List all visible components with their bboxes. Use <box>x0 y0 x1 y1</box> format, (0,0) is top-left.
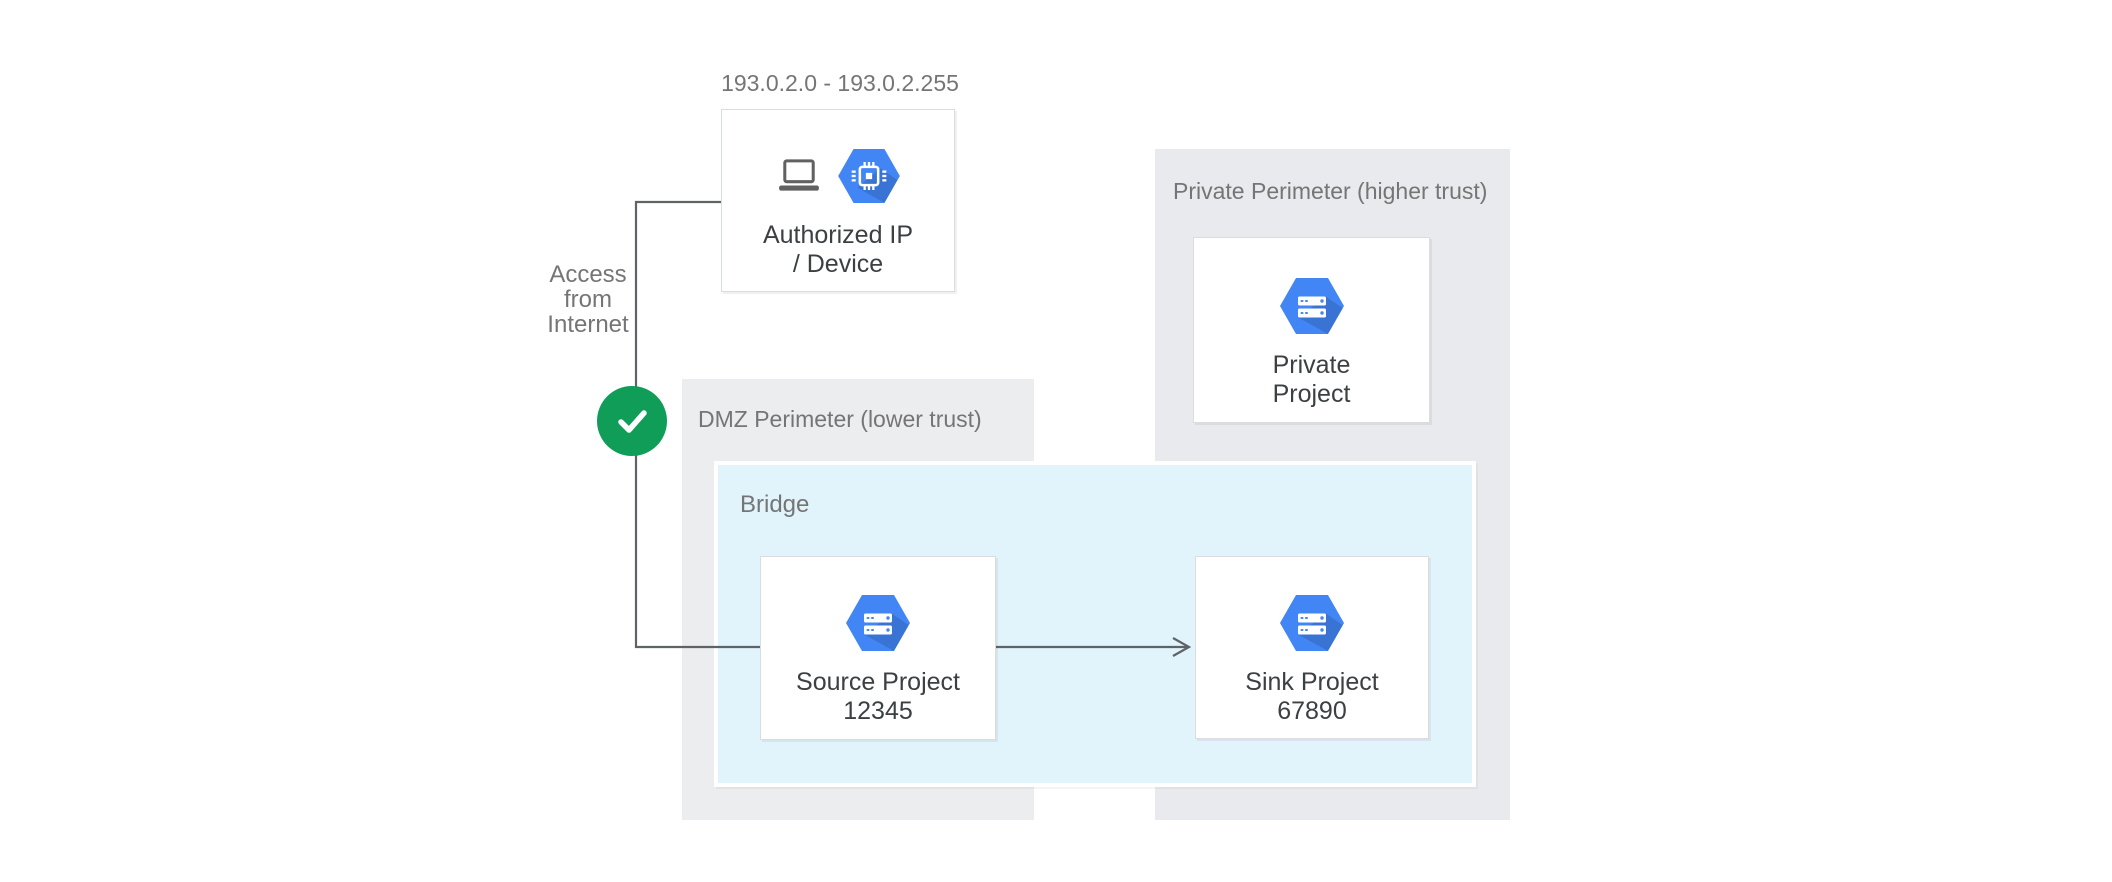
authorized-device-node: Authorized IP / Device <box>721 109 955 292</box>
node-label-line: 12345 <box>843 697 913 725</box>
sink-project-label: Sink Project 67890 <box>1245 668 1378 726</box>
authorized-device-icons <box>776 148 900 204</box>
node-label-line: 67890 <box>1277 697 1347 725</box>
node-label-line: Authorized IP <box>762 221 914 249</box>
node-label-line: Source Project <box>796 668 960 696</box>
access-label-line: from <box>564 286 612 313</box>
node-label-line: Project <box>1272 380 1351 408</box>
chip-hexagon-icon <box>838 149 900 203</box>
access-from-internet-label: Access from Internet <box>528 262 648 337</box>
bridge-label: Bridge <box>740 491 810 518</box>
ip-range-label: 193.0.2.0 - 193.0.2.255 <box>721 70 959 96</box>
node-label-line: Private <box>1272 351 1351 379</box>
access-label-line: Access <box>549 261 627 288</box>
node-label-line: Sink Project <box>1245 668 1379 696</box>
project-hexagon-icon <box>1280 278 1344 334</box>
private-project-label: Private Project <box>1273 351 1351 409</box>
checkmark-icon <box>618 410 647 433</box>
laptop-icon <box>776 158 822 194</box>
node-label-line: / Device <box>792 250 884 278</box>
authorized-device-label: Authorized IP / Device <box>763 221 913 279</box>
dmz-perimeter-label: DMZ Perimeter (lower trust) <box>698 406 982 432</box>
source-project-label: Source Project 12345 <box>796 668 960 726</box>
sink-project-node: Sink Project 67890 <box>1195 556 1429 739</box>
project-hexagon-icon <box>1280 595 1344 651</box>
source-project-node: Source Project 12345 <box>760 556 996 740</box>
private-perimeter-label: Private Perimeter (higher trust) <box>1173 178 1488 204</box>
project-hexagon-icon <box>846 595 910 651</box>
access-label-line: Internet <box>547 311 629 338</box>
private-project-node: Private Project <box>1193 237 1430 423</box>
access-allowed-check-badge <box>597 386 667 456</box>
